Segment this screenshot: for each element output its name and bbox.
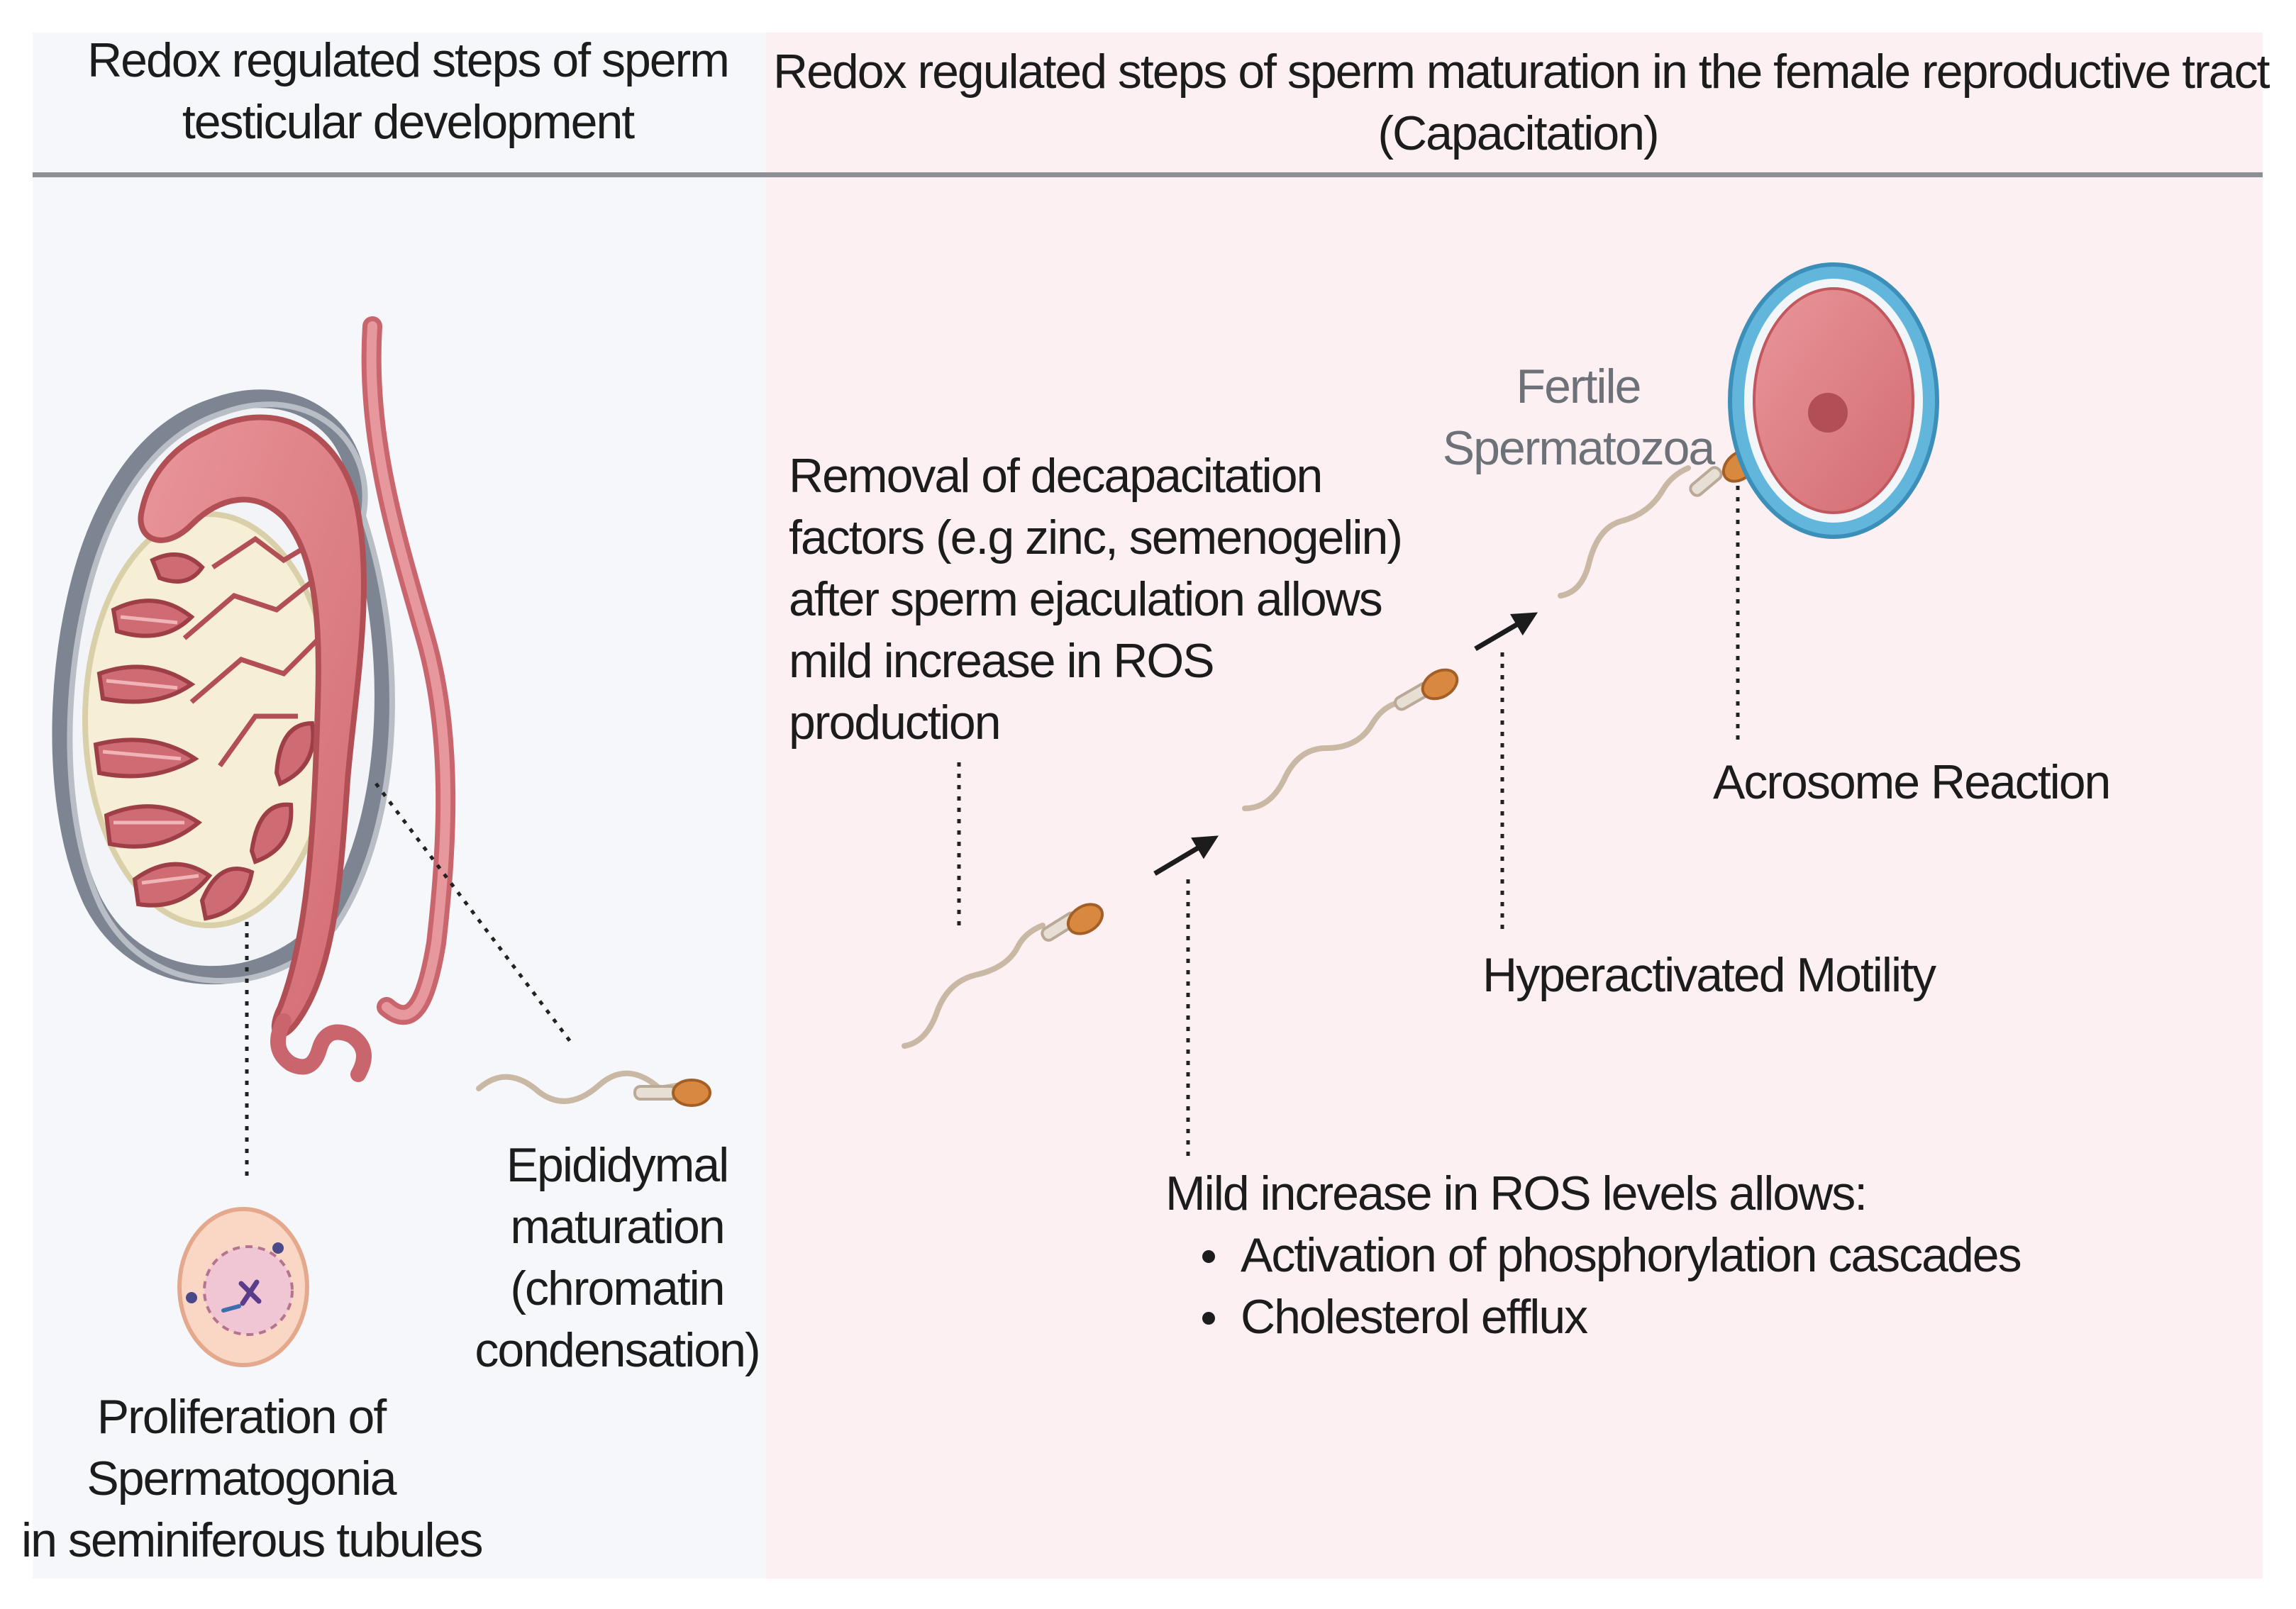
ros-effect-item: Cholesterol efflux — [1165, 1286, 2021, 1348]
sperm-ejaculated-icon — [902, 903, 1104, 1049]
acrosome-reaction-label: Acrosome Reaction — [1713, 755, 2111, 809]
sperm-capacitating-icon — [1242, 668, 1459, 811]
hyperactivated-motility-label: Hyperactivated Motility — [1482, 948, 1936, 1002]
fertile-spermatozoa-label: Fertile Spermatozoa — [1442, 360, 1715, 476]
right-panel-title: Redox regulated steps of sperm maturatio… — [773, 45, 2270, 161]
decapacitation-removal-label: Removal of decapacitation factors (e.g z… — [789, 449, 1403, 750]
testis-icon — [52, 316, 456, 1082]
leader-lines — [245, 486, 1740, 1181]
epididymal-maturation-label: Epididymal maturation (chromatin condens… — [475, 1138, 760, 1378]
sperm-epididymal-icon — [476, 1070, 711, 1107]
ros-effect-item: Activation of phosphorylation cascades — [1165, 1225, 2022, 1286]
ros-effects-list: Activation of phosphorylation cascades C… — [1165, 1225, 2022, 1348]
ros-increase-block: Mild increase in ROS levels allows: Acti… — [1165, 1163, 2022, 1348]
spermatogonium-cell-icon — [177, 1207, 309, 1367]
left-panel-title: Redox regulated steps of sperm testicula… — [87, 33, 730, 150]
progression-arrows — [1153, 612, 1538, 876]
capacitation-panel — [766, 33, 2263, 1579]
ros-increase-title: Mild increase in ROS levels allows: — [1165, 1167, 1868, 1220]
spermatogonia-proliferation-label: Proliferation of Spermatogonia in semini… — [21, 1390, 483, 1568]
header-divider — [33, 172, 2263, 177]
oocyte-icon — [1728, 262, 1939, 539]
